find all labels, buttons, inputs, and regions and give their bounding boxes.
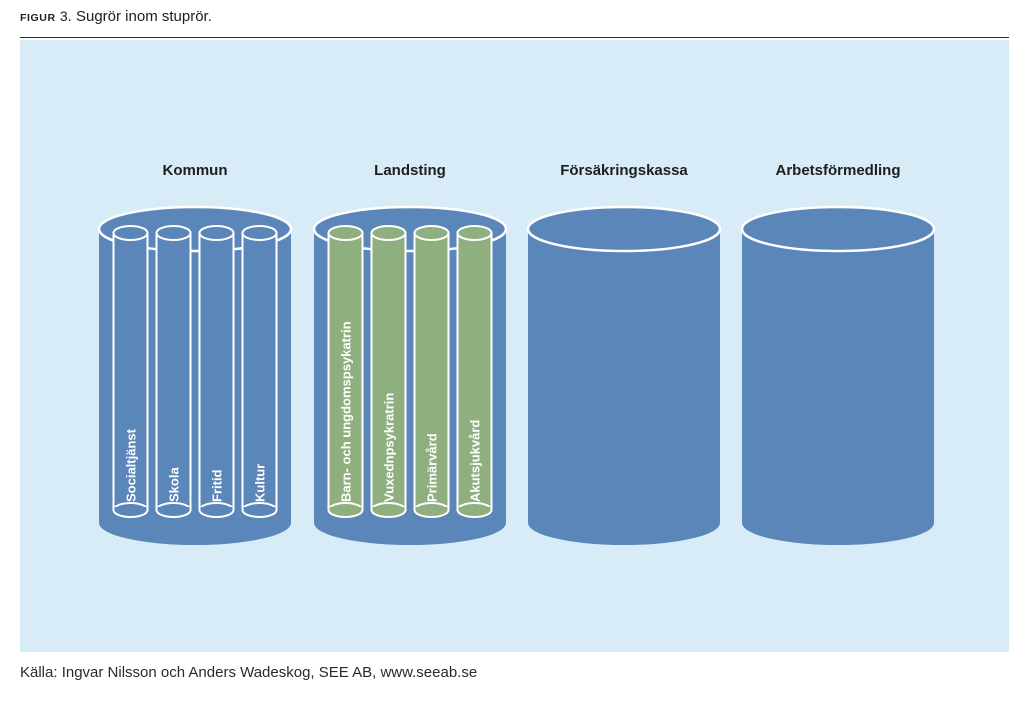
pipe-body — [198, 232, 235, 511]
pipe-label: Primärvård — [425, 433, 440, 502]
pipe-2: Skola — [155, 225, 192, 518]
pipe-top — [112, 225, 149, 241]
cylinder-label: Försäkringskassa — [560, 162, 688, 179]
pipe-top — [370, 225, 407, 241]
pipe-top — [241, 225, 278, 241]
pipe-4: Akutsjukvård — [456, 225, 493, 518]
cylinder-label: Kommun — [163, 162, 228, 179]
cylinder-label: Landsting — [374, 162, 446, 179]
pipe-body — [112, 232, 149, 511]
cylinder-body — [742, 229, 934, 523]
cylinder-bottom — [742, 501, 934, 545]
pipe-label: Fritid — [210, 469, 225, 502]
pipe-label: Socialtjänst — [124, 428, 139, 502]
pipe-1: Barn- och ungdomspsykatrin — [327, 225, 364, 518]
pipe-4: Kultur — [241, 225, 278, 518]
pipe-top — [327, 225, 364, 241]
cylinder-bottom — [528, 501, 720, 545]
pipe-1: Socialtjänst — [112, 225, 149, 518]
pipe-label: Kultur — [253, 464, 268, 502]
pipe-top — [198, 225, 235, 241]
pipe-label: Barn- och ungdomspsykatrin — [339, 321, 354, 502]
pipe-label: Vuxednpsykratrin — [382, 393, 397, 502]
cylinder-body — [528, 229, 720, 523]
caption-rule — [20, 37, 1009, 38]
pipe-body — [370, 232, 407, 511]
pipe-body — [155, 232, 192, 511]
source-note: Källa: Ingvar Nilsson och Anders Wadesko… — [20, 664, 478, 681]
cylinder-top — [526, 205, 722, 253]
pipe-2: Vuxednpsykratrin — [370, 225, 407, 518]
figure-number: 3 — [59, 8, 68, 24]
pipe-body — [456, 232, 493, 511]
figure-caption: FIGUR 3. Sugrör inom stuprör. — [20, 8, 212, 25]
figure-dot: . — [67, 8, 72, 25]
cylinder-label: Arbetsförmedling — [775, 162, 900, 179]
pipe-body — [413, 232, 450, 511]
pipe-3: Fritid — [198, 225, 235, 518]
figure-label: FIGUR — [20, 12, 56, 24]
cylinder-4: Arbetsförmedling — [740, 162, 936, 545]
figure-title: Sugrör inom stuprör. — [75, 8, 212, 25]
pipe-top — [155, 225, 192, 241]
cylinder-top — [740, 205, 936, 253]
cylinder-3: Försäkringskassa — [526, 162, 722, 545]
pipe-top — [456, 225, 493, 241]
pipe-label: Skola — [167, 467, 182, 502]
pipe-label: Akutsjukvård — [468, 420, 483, 502]
pipe-3: Primärvård — [413, 225, 450, 518]
pipe-top — [413, 225, 450, 241]
